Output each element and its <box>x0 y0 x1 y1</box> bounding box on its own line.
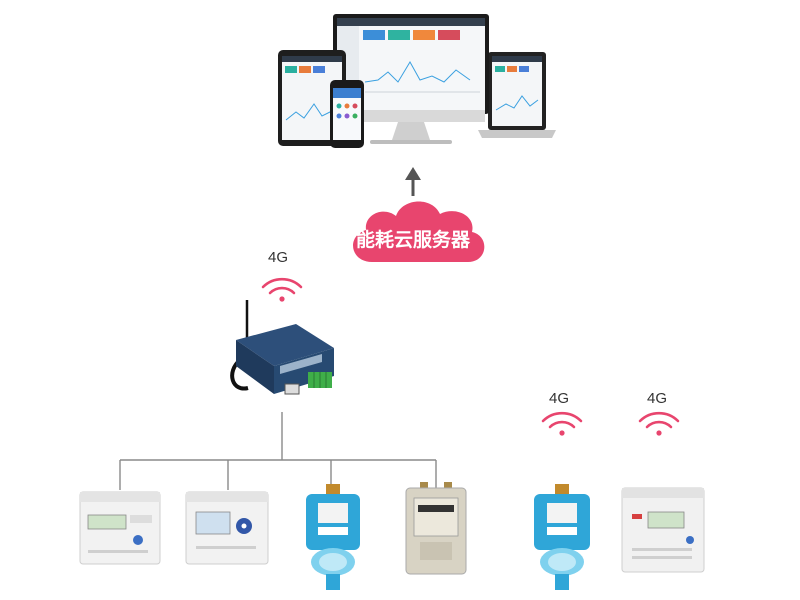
4g-label-water-meter: 4G <box>549 390 570 407</box>
cloud-shape <box>353 201 485 262</box>
4g-label-din-meter: 4G <box>647 390 668 407</box>
multifunction-energy-meter <box>185 491 269 565</box>
cloud-label: 能耗云服务器 <box>356 228 471 251</box>
upload-arrow <box>405 167 421 196</box>
din-single-phase-meter-4g <box>621 487 705 573</box>
wifi-icon <box>638 411 680 436</box>
gas-meter <box>405 482 467 575</box>
wifi-icon <box>541 411 583 436</box>
4g-gateway-device <box>230 300 334 395</box>
wifi-icon <box>261 277 303 302</box>
din-rail-energy-meter <box>79 491 161 565</box>
4g-label-gateway: 4G <box>268 249 289 266</box>
phone-device <box>330 80 364 148</box>
connection-lines <box>119 412 437 490</box>
laptop-device <box>478 52 556 138</box>
monitoring-devices-group <box>278 14 556 148</box>
water-meter-wired <box>306 484 360 590</box>
water-meter-4g <box>534 484 590 590</box>
